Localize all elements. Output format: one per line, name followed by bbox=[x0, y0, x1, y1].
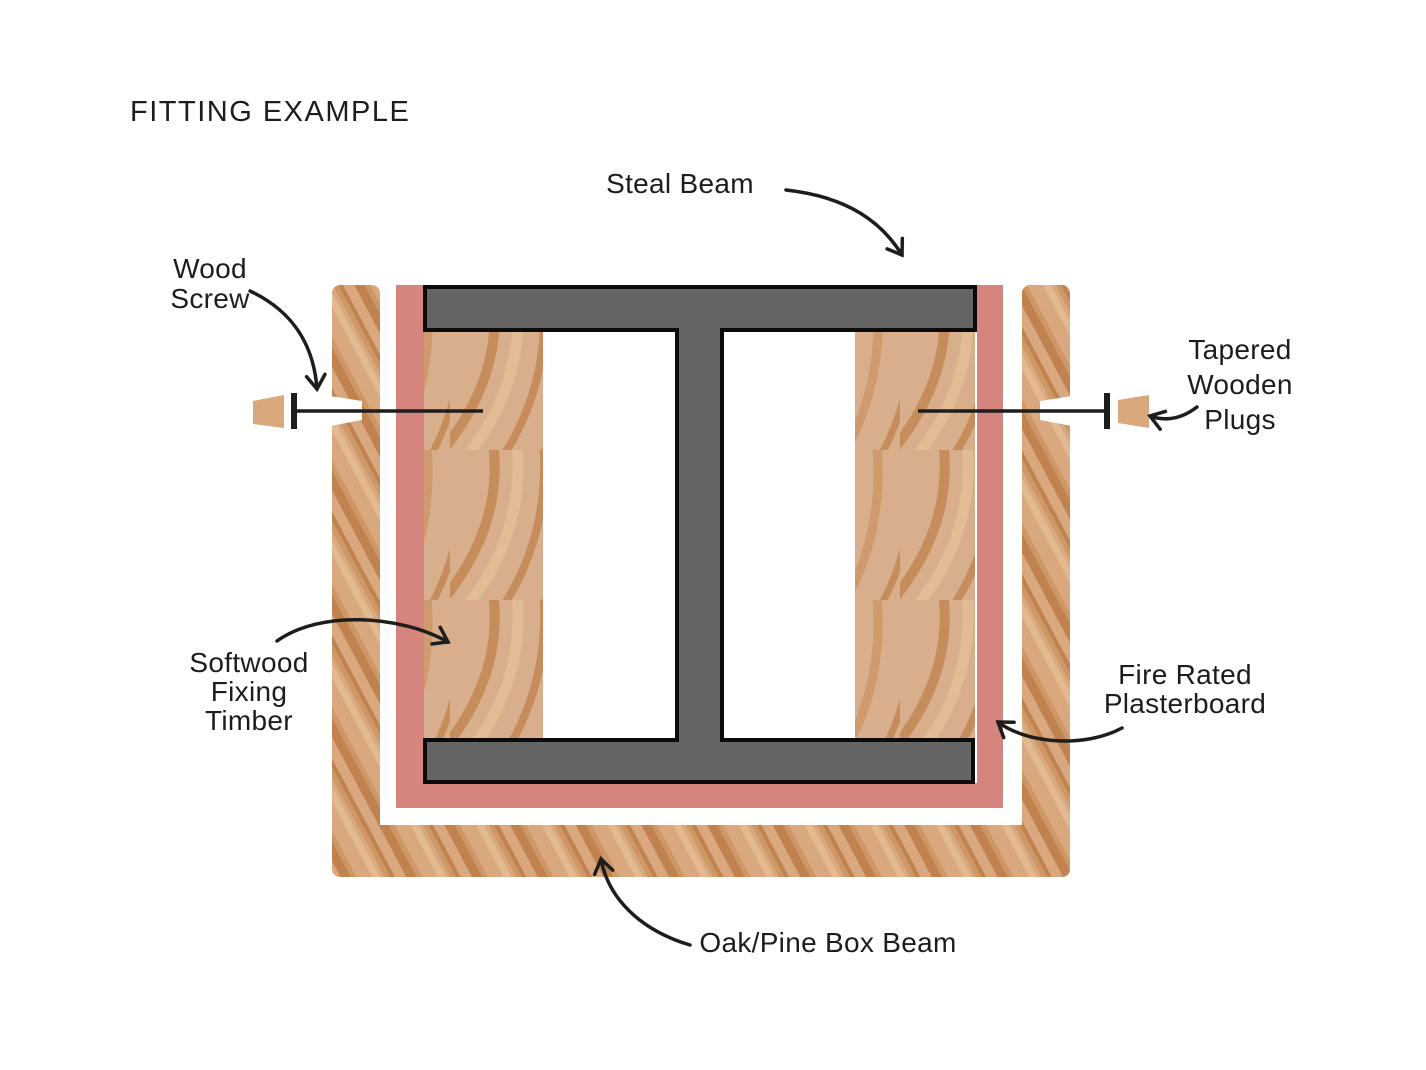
label-fire-rated-plasterboard: Fire Rated Plasterboard bbox=[1055, 660, 1315, 718]
tapered-wooden-plug-right bbox=[1118, 395, 1149, 428]
label-softwood-fixing-timber-line: Softwood bbox=[189, 647, 309, 678]
label-tapered-wooden-plugs: Tapered Wooden Plugs bbox=[1140, 332, 1340, 437]
box-beam-bottom-plank bbox=[332, 825, 1070, 877]
label-softwood-fixing-timber-line: Timber bbox=[205, 705, 293, 736]
label-tapered-wooden-plugs-line: Wooden bbox=[1187, 369, 1293, 400]
label-oak-pine-box-beam: Oak/Pine Box Beam bbox=[688, 928, 968, 958]
label-softwood-fixing-timber: Softwood Fixing Timber bbox=[149, 648, 349, 735]
label-fire-rated-plasterboard-line: Plasterboard bbox=[1103, 688, 1267, 719]
fire-rated-arrow bbox=[995, 720, 1124, 743]
softwood-fixing-timber-right bbox=[855, 331, 975, 739]
softwood-arrow bbox=[275, 618, 451, 646]
label-wood-screw-line: Wood bbox=[173, 253, 247, 284]
wood-screw-arrow bbox=[248, 289, 327, 393]
box-beam-arrow bbox=[592, 855, 692, 947]
label-wood-screw-line: Screw bbox=[170, 283, 250, 314]
label-oak-pine-box-beam-line: Oak/Pine Box Beam bbox=[699, 927, 957, 958]
label-tapered-wooden-plugs-line: Tapered bbox=[1188, 334, 1292, 365]
tapered-wooden-plug-left bbox=[253, 395, 284, 428]
page-title: FITTING EXAMPLE bbox=[130, 96, 411, 128]
label-steel-beam: Steal Beam bbox=[580, 169, 780, 199]
steel-beam-arrow bbox=[784, 188, 905, 258]
softwood-fixing-timber-left bbox=[424, 331, 543, 739]
label-wood-screw: Wood Screw bbox=[130, 254, 290, 314]
box-beam-right-plank bbox=[1022, 285, 1070, 877]
label-fire-rated-plasterboard-line: Fire Rated bbox=[1118, 659, 1252, 690]
label-tapered-wooden-plugs-line: Plugs bbox=[1204, 404, 1276, 435]
tapered-plugs-arrow bbox=[1147, 405, 1199, 431]
label-steel-beam-line: Steal Beam bbox=[606, 168, 754, 199]
label-softwood-fixing-timber-line: Fixing bbox=[210, 676, 288, 707]
box-beam-left-plank bbox=[332, 285, 380, 877]
steel-i-beam bbox=[423, 285, 977, 784]
